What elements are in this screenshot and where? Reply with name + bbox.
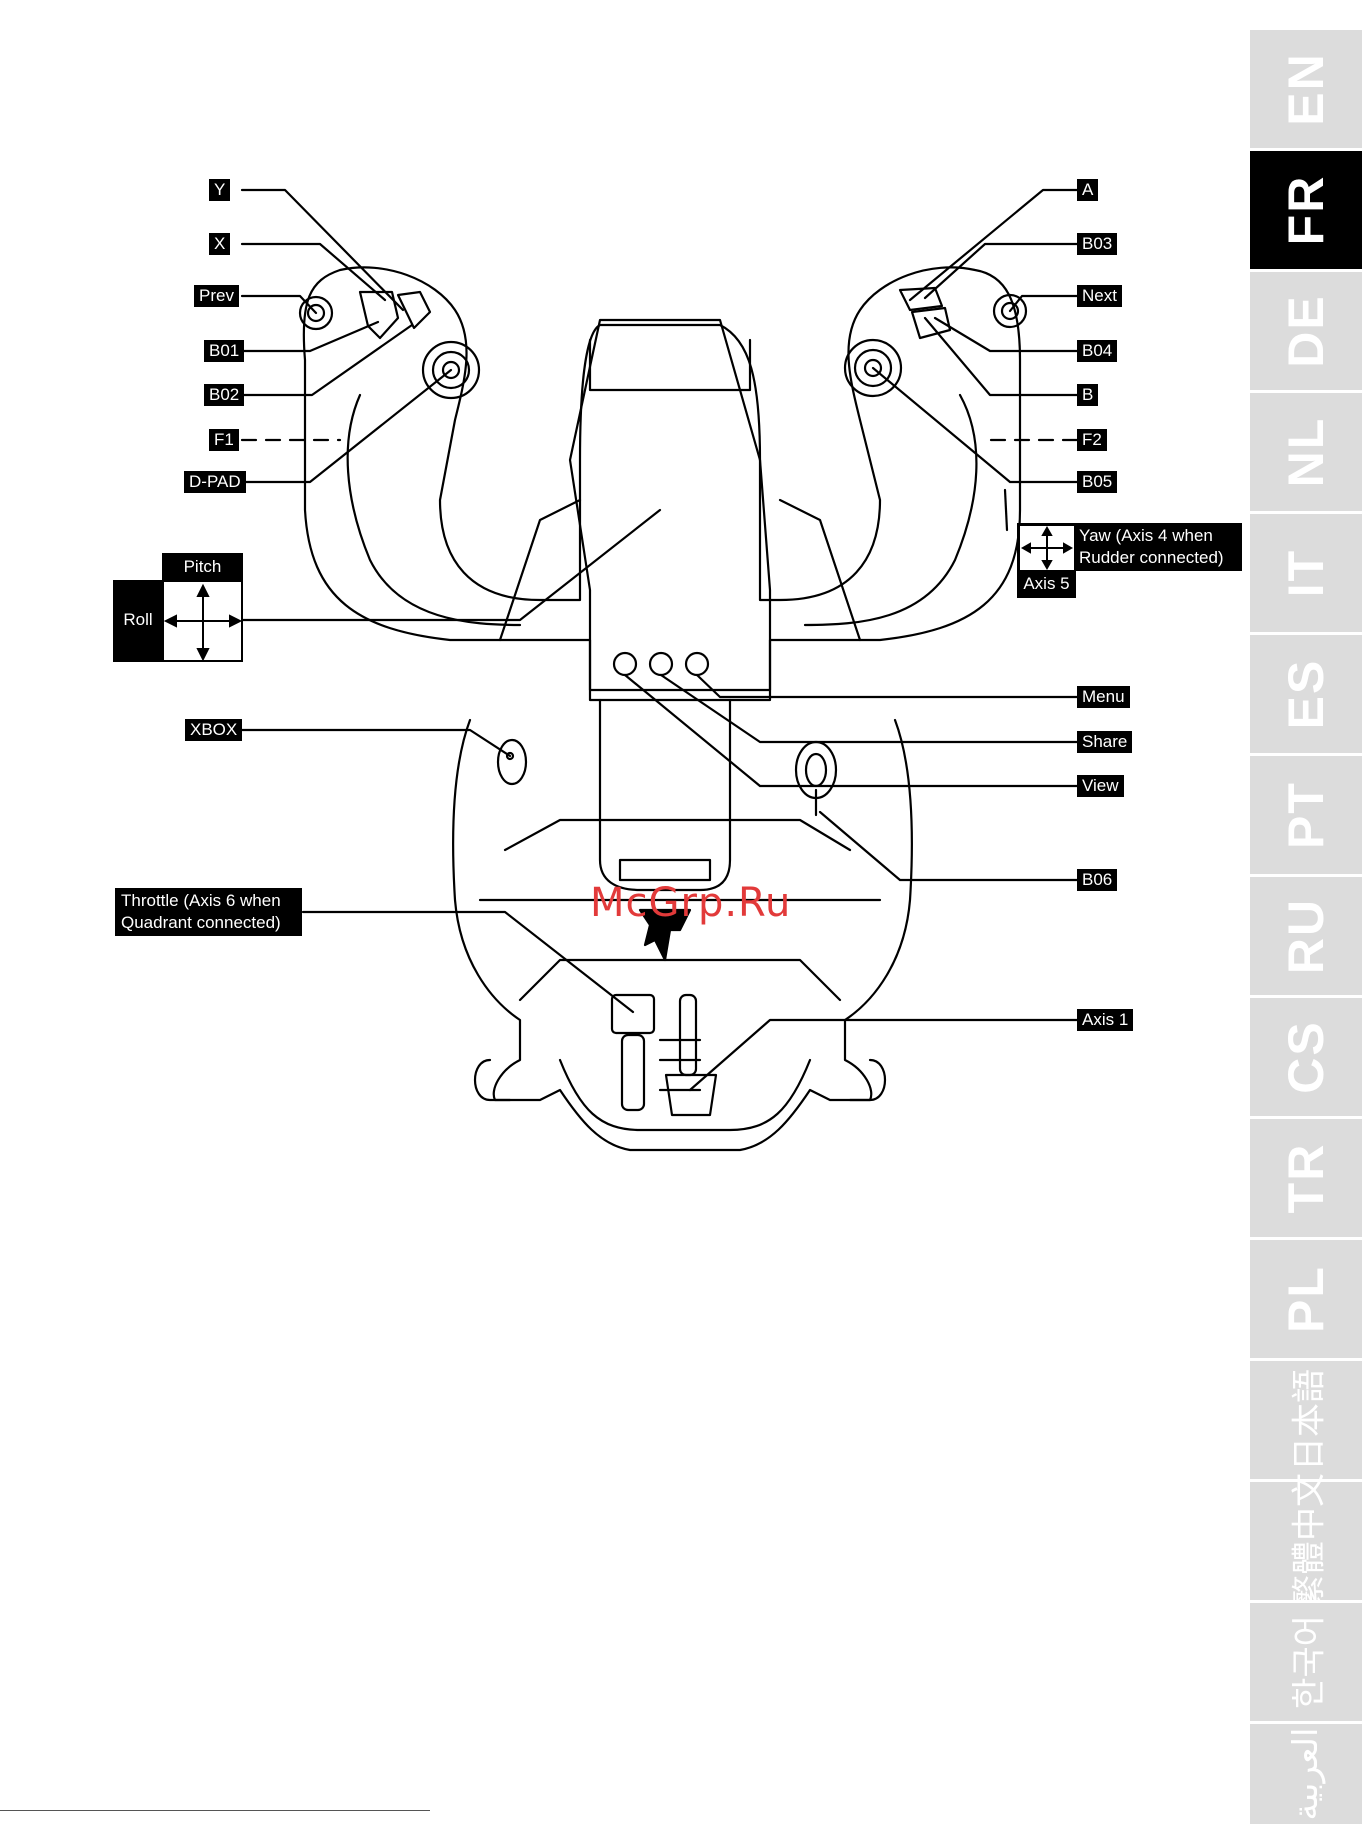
leader-b02 bbox=[242, 325, 412, 395]
label-axis1: Axis 1 bbox=[1077, 1009, 1133, 1031]
label-a: A bbox=[1077, 179, 1098, 201]
base-outline bbox=[453, 720, 912, 1150]
label-prev: Prev bbox=[194, 285, 239, 307]
tab-ja[interactable]: 日本語 bbox=[1250, 1361, 1362, 1479]
label-roll: Roll bbox=[113, 608, 163, 632]
label-b: B bbox=[1077, 384, 1098, 406]
share-button-shape bbox=[650, 653, 672, 675]
tab-es[interactable]: ES bbox=[1250, 635, 1362, 753]
label-x: X bbox=[209, 233, 230, 255]
label-throttle: Throttle (Axis 6 when Quadrant connected… bbox=[115, 888, 302, 936]
tab-fr[interactable]: FR bbox=[1250, 151, 1362, 269]
label-f1: F1 bbox=[209, 429, 239, 451]
tab-it[interactable]: IT bbox=[1250, 514, 1362, 632]
yoke-outline bbox=[304, 267, 1020, 690]
label-next: Next bbox=[1077, 285, 1122, 307]
tab-nl[interactable]: NL bbox=[1250, 393, 1362, 511]
leader-b01 bbox=[242, 322, 378, 351]
axis1-lever-shape bbox=[666, 1075, 716, 1115]
tab-de[interactable]: DE bbox=[1250, 272, 1362, 390]
tab-zh[interactable]: 繁體中文 bbox=[1250, 1482, 1362, 1600]
leader-xbox bbox=[240, 730, 510, 756]
label-yaw: Yaw (Axis 4 when Rudder connected) bbox=[1079, 525, 1241, 569]
leader-yaw bbox=[1005, 490, 1007, 530]
tab-en[interactable]: EN bbox=[1250, 30, 1362, 148]
leader-axis1 bbox=[690, 1020, 1077, 1090]
tab-ru[interactable]: RU bbox=[1250, 877, 1362, 995]
menu-button-shape bbox=[686, 653, 708, 675]
tab-pl[interactable]: PL bbox=[1250, 1240, 1362, 1358]
leader-b06 bbox=[820, 812, 1077, 880]
leader-menu bbox=[697, 675, 1077, 697]
watermark: McGrp.Ru bbox=[590, 880, 791, 926]
label-axis5: Axis 5 bbox=[1017, 573, 1076, 595]
label-y: Y bbox=[209, 179, 230, 201]
label-menu: Menu bbox=[1077, 686, 1130, 708]
leader-throttle bbox=[303, 912, 633, 1012]
leader-b05 bbox=[873, 368, 1077, 482]
tab-pt[interactable]: PT bbox=[1250, 756, 1362, 874]
view-button-shape bbox=[614, 653, 636, 675]
label-share: Share bbox=[1077, 731, 1132, 753]
label-b06: B06 bbox=[1077, 869, 1117, 891]
tab-ar[interactable]: العربية bbox=[1250, 1724, 1362, 1824]
center-column bbox=[570, 320, 770, 700]
label-b05: B05 bbox=[1077, 471, 1117, 493]
tab-cs[interactable]: CS bbox=[1250, 998, 1362, 1116]
label-dpad: D-PAD bbox=[184, 471, 246, 493]
label-b03: B03 bbox=[1077, 233, 1117, 255]
leader-share bbox=[661, 675, 1077, 742]
leader-b03 bbox=[925, 244, 1077, 298]
leader-next bbox=[1010, 296, 1077, 311]
bottom-rule bbox=[0, 1810, 430, 1811]
label-b02: B02 bbox=[204, 384, 244, 406]
leader-dpad bbox=[242, 370, 451, 482]
label-xbox: XBOX bbox=[185, 719, 242, 741]
label-b04: B04 bbox=[1077, 340, 1117, 362]
leader-b04 bbox=[935, 318, 1077, 351]
tab-ko[interactable]: 한국어 bbox=[1250, 1603, 1362, 1721]
xbox-button-shape bbox=[498, 740, 526, 784]
label-pitch: Pitch bbox=[162, 555, 243, 579]
label-b01: B01 bbox=[204, 340, 244, 362]
tab-tr[interactable]: TR bbox=[1250, 1119, 1362, 1237]
leader-view bbox=[625, 675, 1077, 786]
label-view: View bbox=[1077, 775, 1124, 797]
label-f2: F2 bbox=[1077, 429, 1107, 451]
